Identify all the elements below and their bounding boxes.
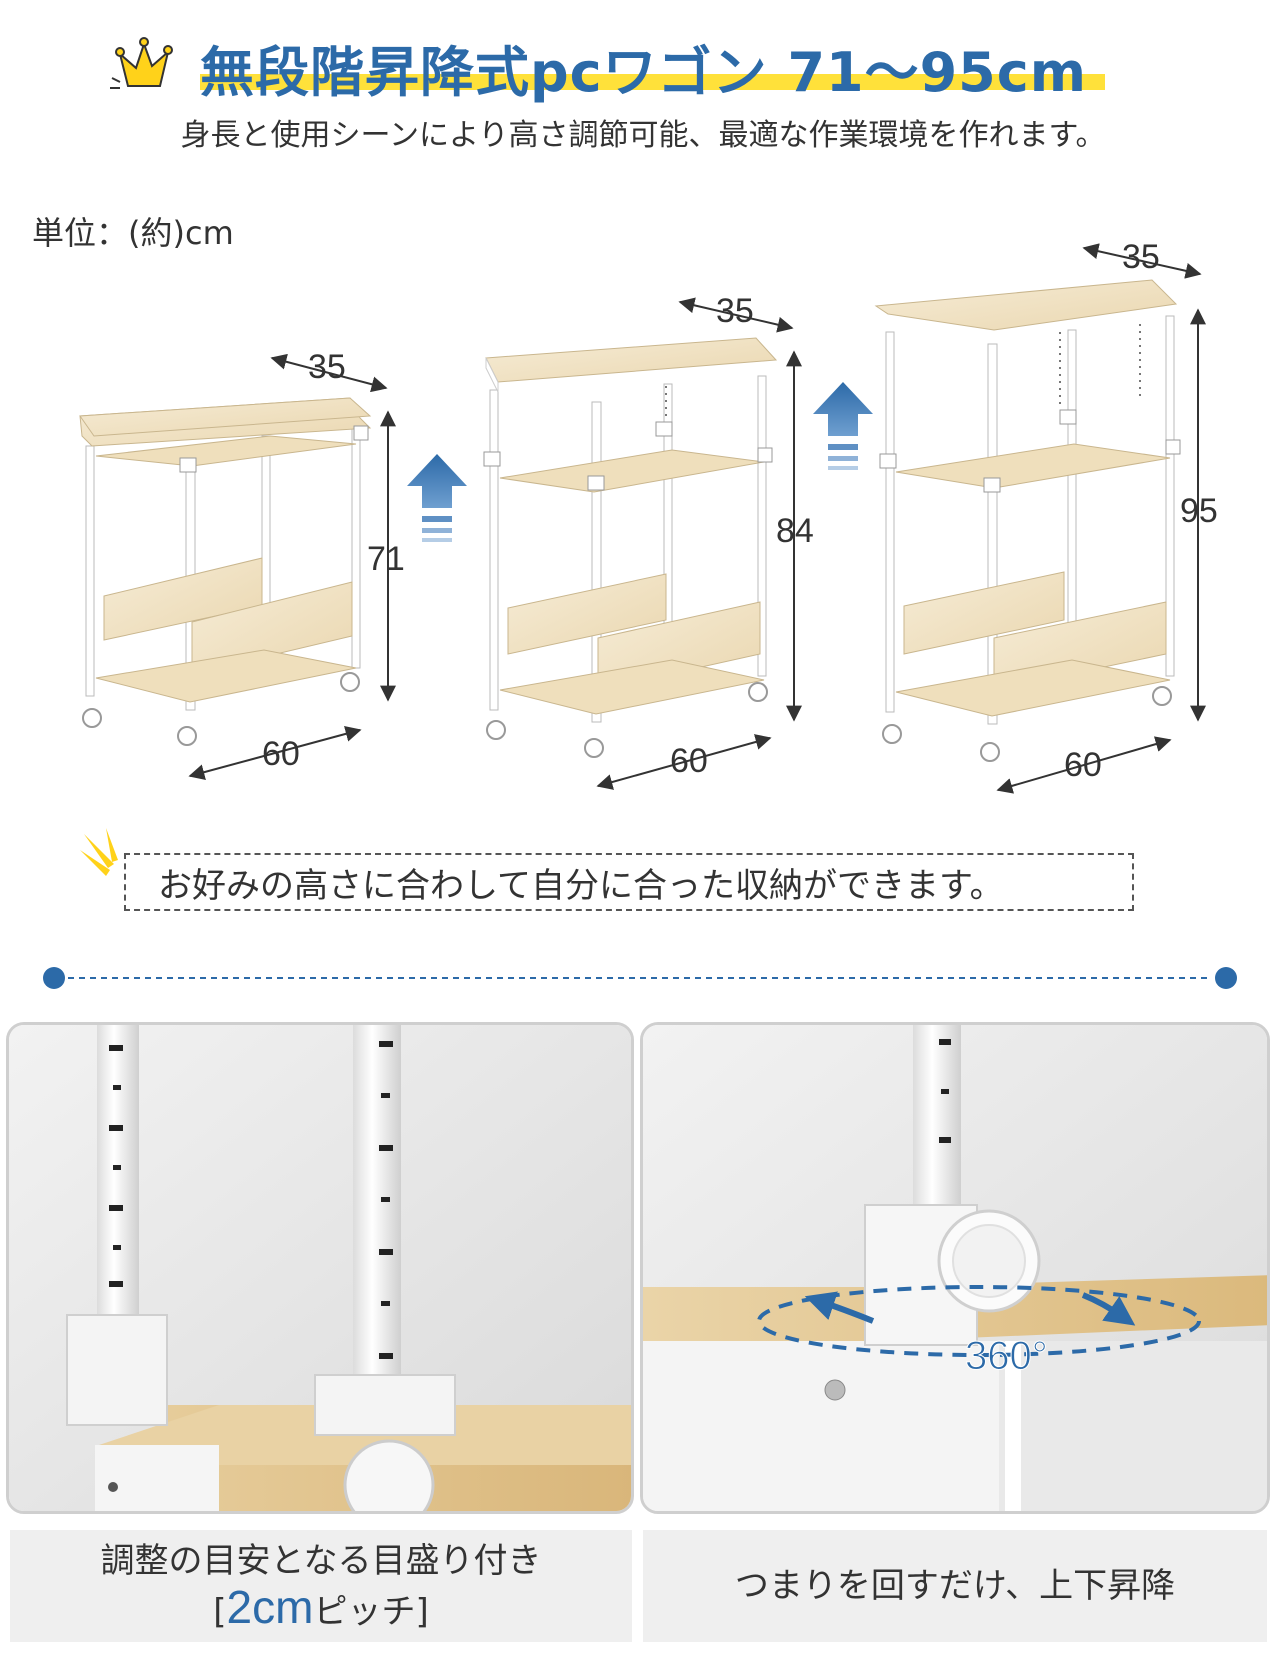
pitch-text: ピッチ] <box>313 1591 429 1632</box>
raise-arrow-icon-2 <box>813 382 873 470</box>
page-subtitle: 身長と使用シーンにより高さ調節可能、最適な作業環境を作れます。 <box>180 118 1106 153</box>
cart-95-width: 60 <box>1064 746 1102 784</box>
cart-71-width: 60 <box>262 735 300 773</box>
cart-84-width: 60 <box>670 742 708 780</box>
cart-95-depth: 35 <box>1122 240 1160 276</box>
cart-84-height: 84 <box>776 512 814 550</box>
title-highlight <box>200 74 1105 90</box>
crown-icon <box>110 37 173 89</box>
caption-scale-line2: [2cmピッチ] <box>213 1584 428 1635</box>
cart-95-height: 95 <box>1180 492 1218 530</box>
section-divider <box>43 967 1237 989</box>
cart-71-depth: 35 <box>308 348 346 386</box>
unit-label: 単位：(約)cm <box>32 214 234 252</box>
burst-icon <box>80 828 118 876</box>
caption-knob: つまりを回すだけ、上下昇降 <box>643 1530 1267 1642</box>
knob-closeup-photo: 360° <box>640 1022 1270 1514</box>
cart-84: 35 84 60 <box>483 292 814 790</box>
rotation-label: 360° <box>965 1334 1048 1378</box>
page-title: 無段階昇降式pcワゴン 71〜95cm <box>200 41 1088 104</box>
pitch-value: 2cm <box>226 1580 314 1633</box>
raise-arrow-icon <box>407 454 467 542</box>
cart-95: 35 95 60 <box>874 240 1218 794</box>
header: 無段階昇降式pcワゴン 71〜95cm 身長と使用シーンにより高さ調節可能、最適… <box>0 0 1280 190</box>
storage-note: お好みの高さに合わして自分に合った収納ができます。 <box>124 853 1134 911</box>
cart-71-height: 71 <box>367 540 405 578</box>
cart-84-depth: 35 <box>716 292 754 330</box>
caption-open-bracket: [ <box>213 1591 227 1632</box>
caption-scale: 調整の目安となる目盛り付き [2cmピッチ] <box>10 1530 632 1642</box>
caption-knob-text: つまりを回すだけ、上下昇降 <box>734 1566 1176 1606</box>
caption-scale-line1: 調整の目安となる目盛り付き <box>100 1540 542 1581</box>
title-wrap: 無段階昇降式pcワゴン 71〜95cm <box>200 28 1105 104</box>
height-diagram: 35 71 60 35 84 60 <box>79 240 1218 794</box>
scale-closeup-photo <box>6 1022 634 1514</box>
cart-71: 35 71 60 <box>79 348 405 780</box>
